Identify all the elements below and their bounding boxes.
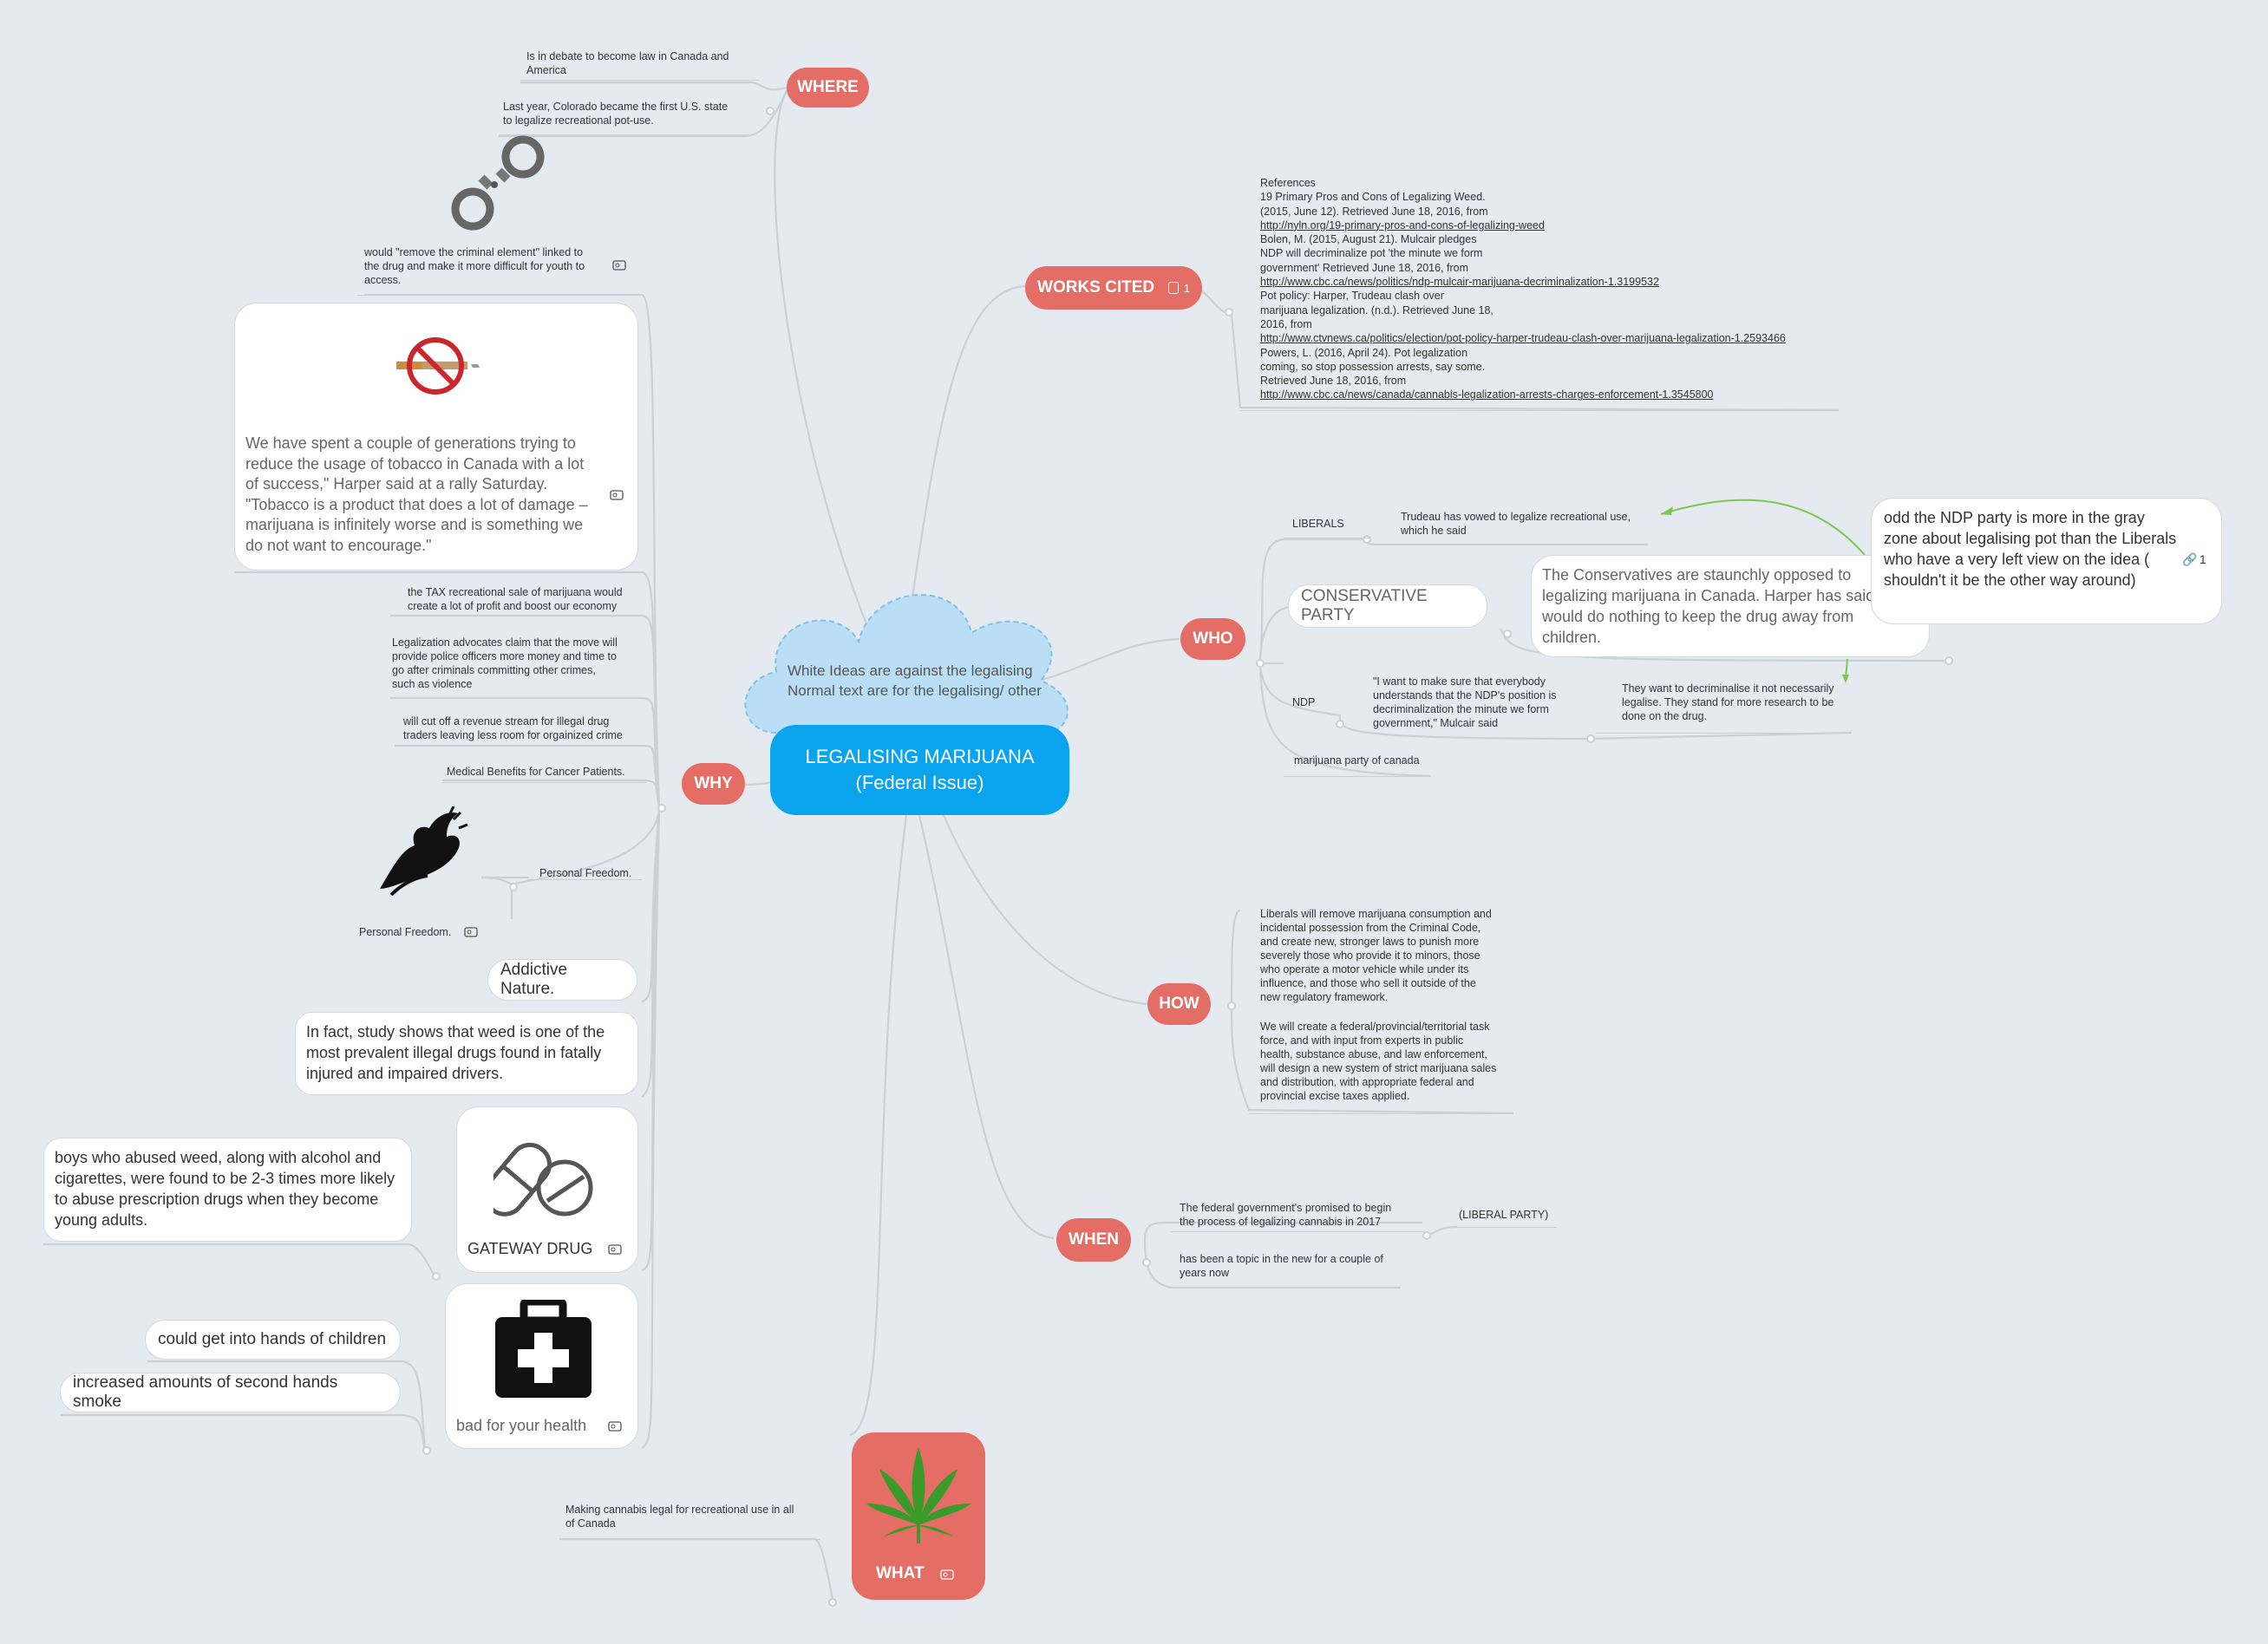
who-liberals: LIBERALS [1292, 518, 1344, 530]
comment-icon[interactable] [1168, 282, 1179, 294]
works-cited-line: Pot policy: Harper, Trudeau clash over [1260, 290, 1444, 303]
who-conservative-detail-card[interactable]: The Conservatives are staunchly opposed … [1531, 555, 1930, 657]
who-conservative-detail: The Conservatives are staunchly opposed … [1542, 566, 1887, 646]
works-cited-line: government' Retrieved June 18, 2016, fro… [1260, 261, 1469, 274]
works-cited-link[interactable]: http://www.cbc.ca/news/canada/cannabis-l… [1260, 388, 1714, 401]
branch-why[interactable]: WHY [682, 763, 745, 805]
dove-icon [380, 806, 468, 897]
why-harper-quote: We have spent a couple of generations tr… [245, 434, 588, 554]
handcuffs-icon [451, 135, 545, 231]
works-cited-line: coming, so stop possession arrests, say … [1260, 360, 1486, 373]
how-paragraph-1: Liberals will remove marijuana consumpti… [1260, 908, 1492, 1003]
why-gateway-detail-card[interactable]: boys who abused weed, along with alcohol… [43, 1138, 412, 1242]
no-smoking-icon [396, 337, 480, 395]
works-cited-line: (2015, June 12). Retrieved June 18, 2016… [1260, 205, 1488, 218]
when-liberal-party: (LIBERAL PARTY) [1459, 1209, 1549, 1221]
why-gateway: GATEWAY DRUG [467, 1240, 593, 1257]
image-icon [610, 490, 624, 500]
where-item-colorado: Last year, Colorado became the first U.S… [503, 101, 729, 127]
why-drivers: In fact, study shows that weed is one of… [306, 1023, 605, 1082]
why-criminal-element: would "remove the criminal element" link… [364, 246, 585, 286]
where-item-debate: Is in debate to become law in Canada and… [526, 50, 729, 76]
works-cited-link[interactable]: http://www.cbc.ca/news/politics/ndp-mulc… [1260, 276, 1659, 289]
works-cited-line: Retrieved June 18, 2016, from [1260, 375, 1407, 388]
why-addictive[interactable]: Addictive Nature. [487, 959, 637, 1001]
pills-icon [493, 1142, 593, 1217]
central-cloud [744, 594, 1069, 736]
image-icon [612, 260, 626, 271]
works-cited-label: WORKS CITED [1037, 278, 1155, 297]
why-medical: Medical Benefits for Cancer Patients. [447, 766, 625, 778]
central-topic[interactable]: LEGALISING MARIJUANA (Federal Issue) [770, 725, 1069, 815]
why-tax: the TAX recreational sale of marijuana w… [408, 586, 623, 612]
why-freedom-child: Personal Freedom. [539, 867, 632, 879]
first-aid-kit-icon [495, 1300, 592, 1398]
comment-count: 1 [1183, 281, 1190, 295]
works-cited-line: References [1260, 177, 1316, 189]
branch-how[interactable]: HOW [1147, 983, 1211, 1025]
works-cited-line: NDP will decriminalize pot 'the minute w… [1260, 247, 1483, 260]
when-topic: has been a topic in the new for a couple… [1180, 1253, 1383, 1279]
works-cited-link[interactable]: http://nyln.org/19-primary-pros-and-cons… [1260, 219, 1545, 232]
why-health: bad for your health [456, 1417, 587, 1434]
who-liberals-detail: Trudeau has vowed to legalize recreation… [1401, 511, 1631, 537]
image-icon [608, 1421, 622, 1432]
who-ndp-note: odd the NDP party is more in the gray zo… [1884, 509, 2177, 589]
why-drivers-card[interactable]: In fact, study shows that weed is one of… [295, 1012, 638, 1095]
works-cited-line: 2016, from [1260, 317, 1312, 330]
image-icon [608, 1244, 622, 1255]
image-icon [940, 1569, 954, 1580]
when-promise: The federal government's promised to beg… [1180, 1202, 1392, 1228]
what-label: WHAT [876, 1564, 925, 1582]
note-link-count: 1 [2199, 552, 2206, 566]
why-children[interactable]: could get into hands of children [145, 1320, 401, 1360]
works-cited-link[interactable]: http://www.ctvnews.ca/politics/election/… [1260, 332, 1786, 345]
why-freedom-node: Personal Freedom. [359, 926, 452, 938]
works-cited-line: Bolen, M. (2015, August 21). Mulcair ple… [1260, 233, 1477, 246]
who-marijuana-party: marijuana party of canada [1294, 754, 1420, 767]
branch-when[interactable]: WHEN [1056, 1218, 1131, 1262]
central-title: LEGALISING MARIJUANA [805, 746, 1035, 767]
central-subtitle: (Federal Issue) [855, 772, 984, 793]
who-ndp-quote: "I want to make sure that everybody unde… [1373, 675, 1557, 729]
works-cited-line: 19 Primary Pros and Cons of Legalizing W… [1260, 191, 1486, 204]
works-cited-references: References 19 Primary Pros and Cons of Le… [1260, 176, 1786, 402]
link-icon[interactable]: 🔗 [2182, 552, 2198, 566]
who-conservative-party[interactable]: CONSERVATIVE PARTY [1288, 584, 1487, 628]
branch-what[interactable]: WHAT [852, 1432, 985, 1600]
who-ndp-detail: They want to decriminalise it not necess… [1622, 682, 1834, 722]
who-ndp: NDP [1292, 696, 1316, 708]
branch-works-cited[interactable]: WORKS CITED 1 [1025, 266, 1202, 310]
branch-where[interactable]: WHERE [787, 68, 869, 108]
why-second-hand-smoke[interactable]: increased amounts of second hands smoke [60, 1373, 401, 1412]
why-revenue: will cut off a revenue stream for illega… [403, 715, 623, 741]
why-gateway-detail: boys who abused weed, along with alcohol… [55, 1149, 395, 1229]
image-icon [464, 927, 478, 937]
how-paragraph-2: We will create a federal/provincial/terr… [1260, 1021, 1497, 1102]
branch-who[interactable]: WHO [1180, 618, 1245, 660]
why-police: Legalization advocates claim that the mo… [392, 636, 618, 690]
why-health-card[interactable]: bad for your health [445, 1283, 638, 1449]
cannabis-leaf-icon [866, 1447, 971, 1543]
who-ndp-note-card[interactable]: odd the NDP party is more in the gray zo… [1871, 498, 2222, 624]
why-gateway-drug-card[interactable]: GATEWAY DRUG [456, 1106, 638, 1273]
central-cloud-text: White Ideas are against the legalising N… [788, 662, 1042, 699]
what-detail: Making cannabis legal for recreational u… [565, 1504, 794, 1530]
why-harper-quote-card[interactable]: We have spent a couple of generations tr… [234, 303, 638, 571]
works-cited-line: Powers, L. (2016, April 24). Pot legaliz… [1260, 346, 1468, 359]
works-cited-line: marijuana legalization. (n.d.). Retrieve… [1260, 303, 1493, 316]
